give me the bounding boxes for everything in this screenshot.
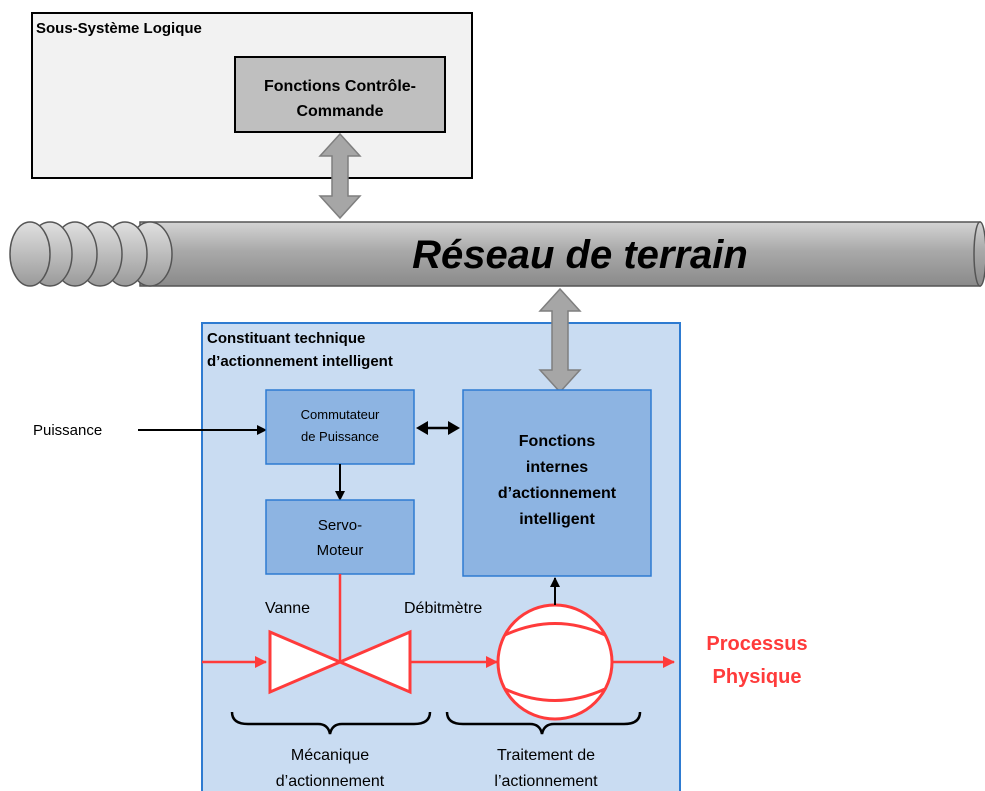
technical-component-line2: d’actionnement intelligent	[207, 353, 393, 370]
switch-functions-double-arrow	[416, 421, 460, 435]
servo-motor-line2: Moteur	[317, 542, 364, 559]
processing-line2: l’actionnement	[494, 773, 598, 790]
internal-functions-line4: intelligent	[519, 511, 595, 528]
control-functions-line2: Commande	[296, 103, 383, 120]
fieldbus-label: Réseau de terrain	[412, 233, 748, 277]
control-functions-box: Fonctions Contrôle- Commande	[234, 56, 446, 133]
physical-process-line2: Physique	[713, 666, 802, 688]
power-input-label: Puissance	[33, 422, 102, 439]
internal-functions-line2: internes	[526, 459, 588, 476]
servo-motor-line1: Servo-	[318, 517, 362, 534]
valve-label: Vanne	[265, 600, 310, 617]
logic-subsystem-title: Sous-Système Logique	[36, 20, 202, 37]
technical-component-line1: Constituant technique	[207, 330, 365, 347]
flowmeter-label: Débitmètre	[404, 600, 482, 617]
power-switch-line2: de Puissance	[301, 429, 379, 444]
mechanics-brace	[230, 711, 432, 735]
fieldbus-cylinder: Réseau de terrain	[9, 221, 985, 287]
physical-process-line1: Processus	[706, 633, 807, 655]
power-switch-line1: Commutateur	[301, 407, 380, 422]
control-functions-line1: Fonctions Contrôle-	[264, 78, 416, 95]
internal-functions-line3: d’actionnement	[498, 485, 617, 502]
power-switch-box: Commutateur de Puissance	[265, 389, 415, 465]
internal-functions-box: Fonctions internes d’actionnement intell…	[462, 389, 652, 577]
control-bus-double-arrow	[318, 132, 362, 220]
processing-line1: Traitement de	[497, 747, 595, 764]
internal-functions-line1: Fonctions	[519, 433, 596, 450]
processing-brace	[445, 711, 642, 735]
flowmeter-symbol	[496, 603, 614, 721]
mechanics-line1: Mécanique	[291, 747, 369, 764]
servo-motor-box: Servo- Moteur	[265, 499, 415, 575]
mechanics-line2: d’actionnement	[276, 773, 385, 790]
